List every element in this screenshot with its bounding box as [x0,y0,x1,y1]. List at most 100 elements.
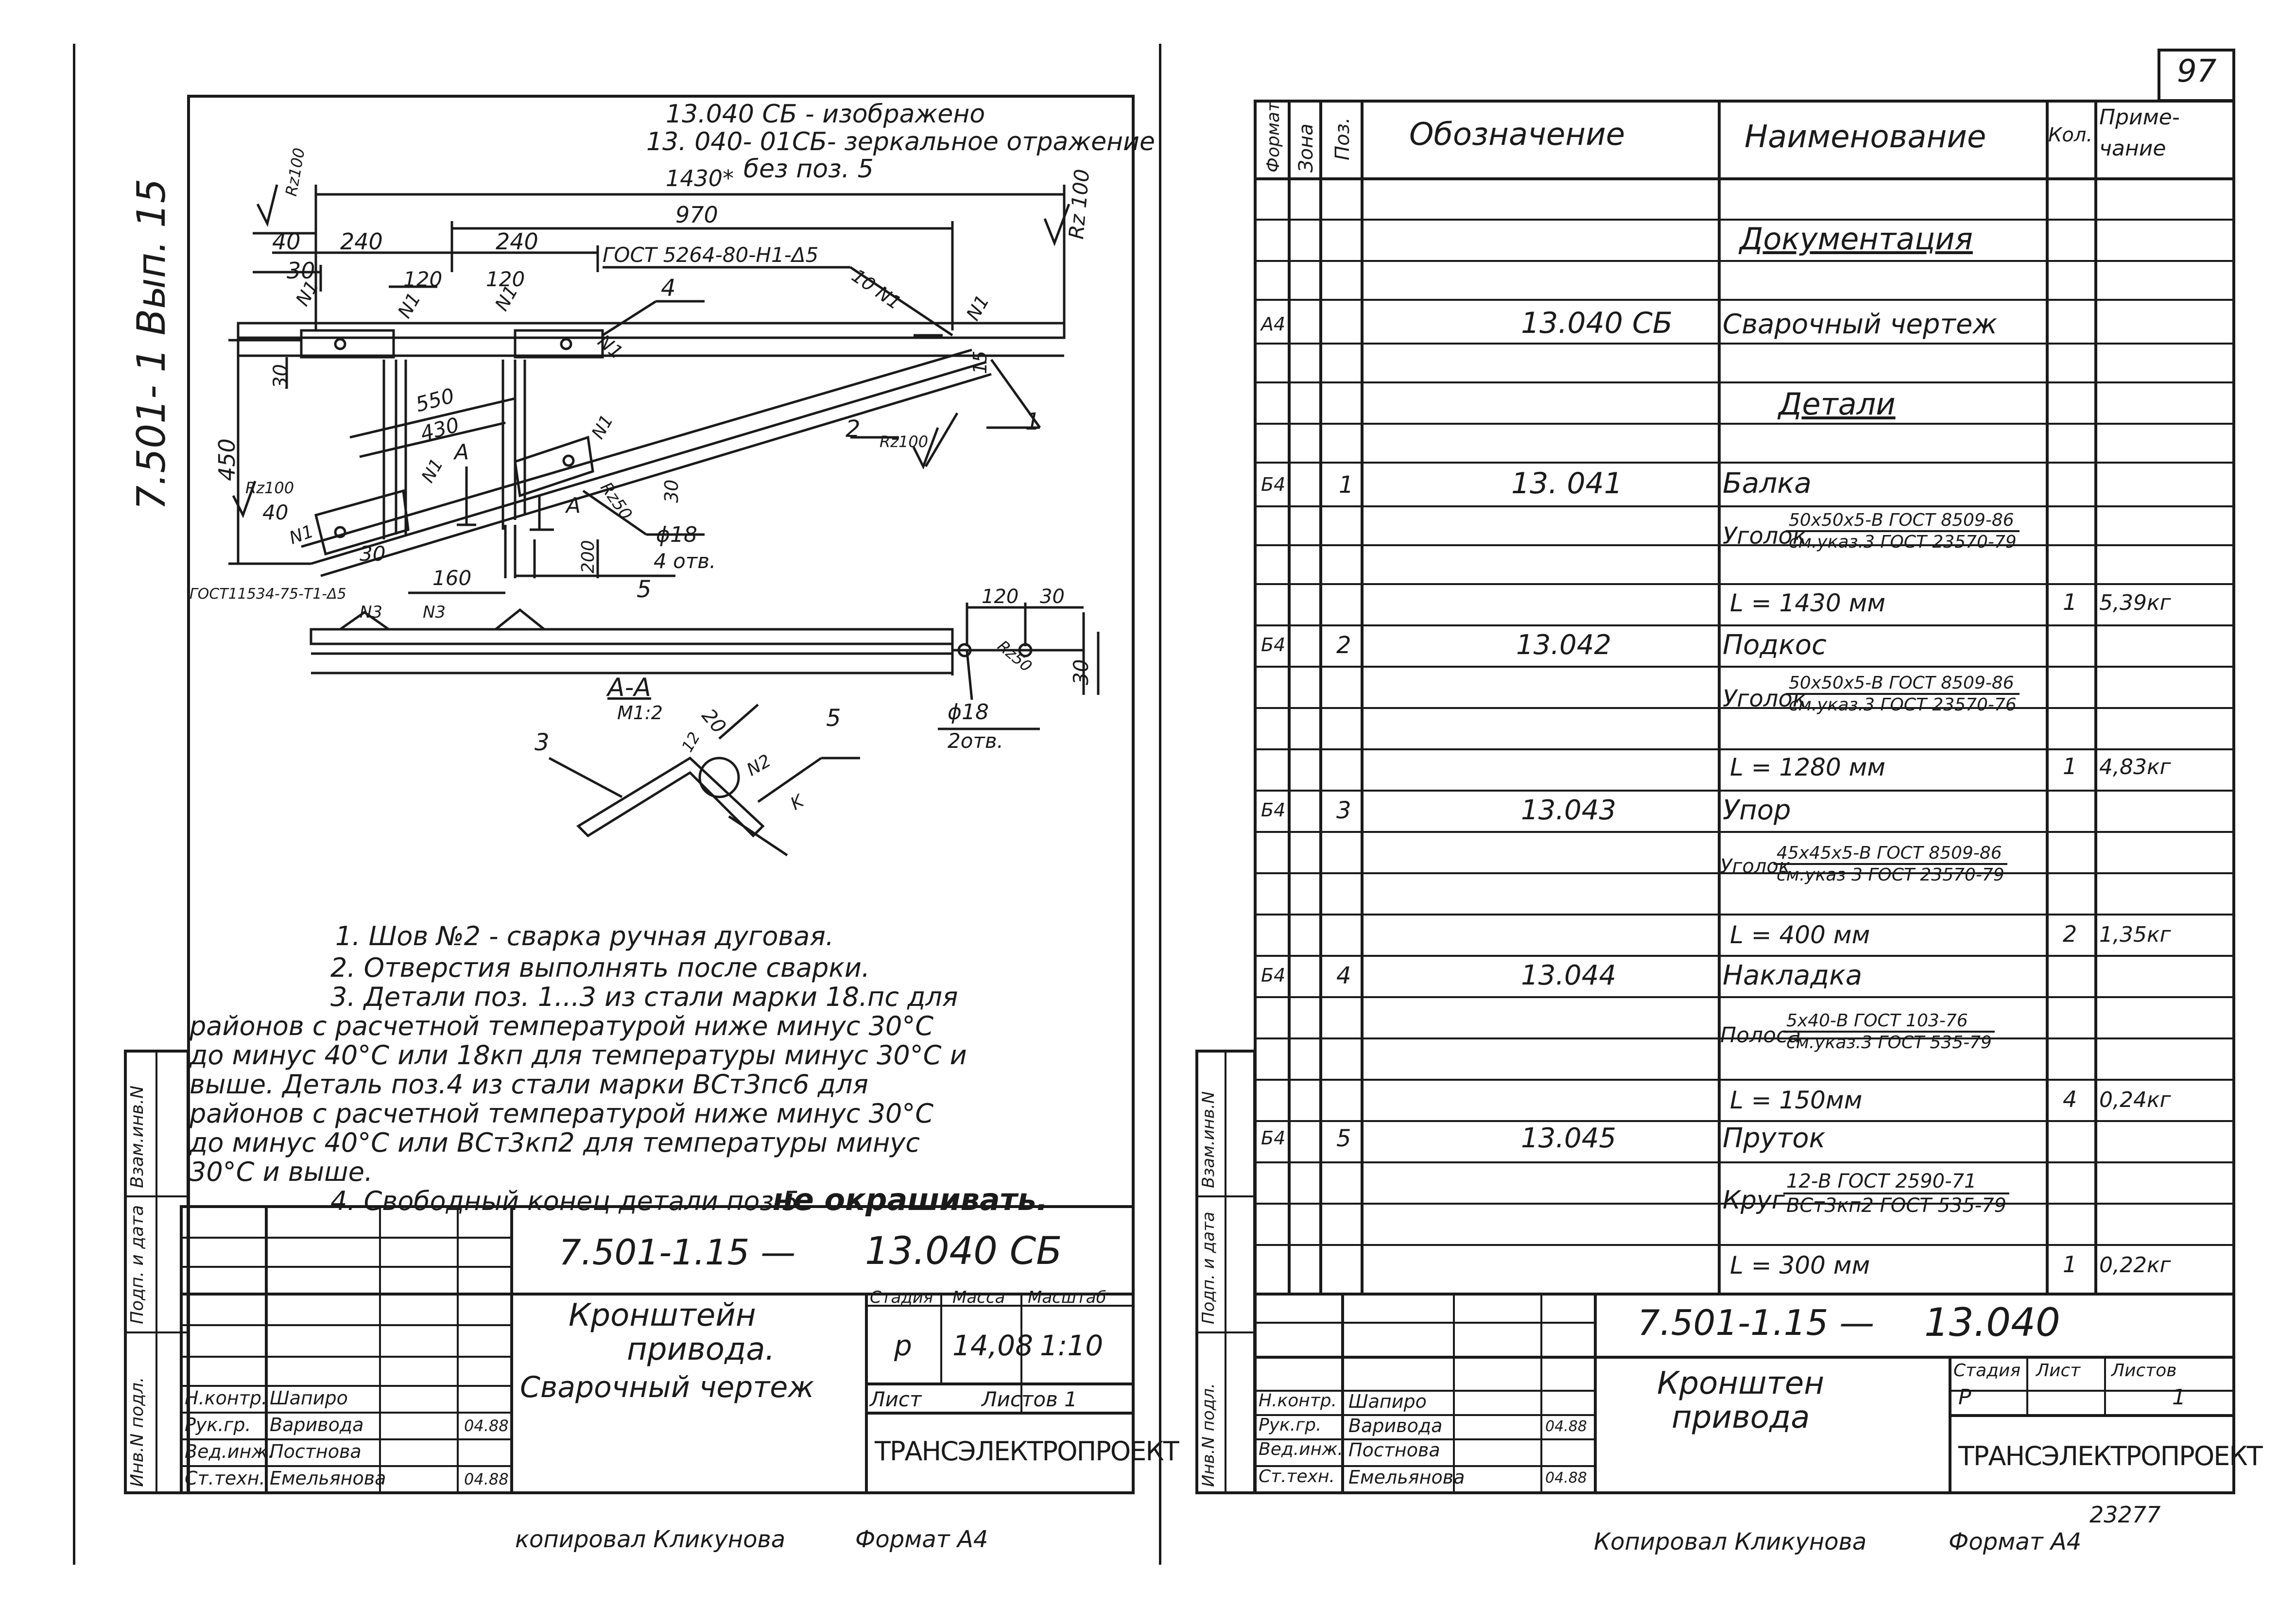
spec-row-21 [1254,1037,2235,1039]
right-side-stamp-mid [1225,1050,1226,1494]
rtb-h4 [1254,1414,1594,1416]
left-org: ТРАНСЭЛЕКТРОПРОЕКТ [875,1436,1179,1467]
rtb-h5 [1254,1438,1594,1440]
right-role-2: Рук.гр. [1259,1415,1322,1435]
ltb-v7 [1020,1293,1022,1412]
right-name-1: Шапиро [1348,1391,1427,1412]
dim-240-a: 240 [340,228,383,255]
left-date-4: 04.88 [464,1470,509,1488]
mat2-denominator: см.указ.3 ГОСТ 23570-76 [1789,695,2017,715]
dim-200: 200 [578,540,598,573]
rtb-h2 [1254,1356,2235,1359]
len5-qty: 1 [2063,1251,2077,1278]
left-sheets: Листов 1 [982,1387,1077,1411]
dim-30-right: 30 [1040,586,1065,608]
mat3-label: Уголок [1720,855,1791,878]
note-3f: до минус 40°С или ВСт3кп2 для температур… [190,1127,920,1158]
dim-30-vert: 30 [270,364,292,389]
row5-pos: 5 [1336,1125,1351,1152]
note-1: 1. Шов №2 - сварка ручная дуговая. [335,921,834,951]
spec-row-15 [1254,790,2235,792]
row3-pos: 3 [1336,797,1351,824]
right-sheets: 1 [2172,1385,2186,1410]
row-doc-format: А4 [1261,313,1286,335]
rtb-h8 [1949,1414,2235,1417]
spec-header-designation: Обозначение [1409,117,1625,153]
ltb-h5 [180,1356,510,1358]
mat2-numerator: 50x50x5-В ГОСТ 8509-86 [1786,673,2020,695]
len1-note: 5,39кг [2099,590,2171,615]
dim-970: 970 [675,202,718,228]
spec-row-8 [1254,505,2235,507]
row5-designation: 13.045 [1521,1123,1616,1154]
note-4: 4. Свободный конец детали поз.5 [330,1186,799,1216]
left-role-3: Вед.инж. [185,1441,274,1462]
rtb-v3 [1540,1293,1542,1494]
left-name-3: Постнова [270,1441,362,1462]
ltb-h11 [865,1382,1135,1385]
row3-format: Б4 [1261,799,1286,821]
row-doc-designation: 13.040 СБ [1521,306,1673,340]
mat2-label: Уголок [1723,685,1807,712]
spec-row-24 [1254,1161,2235,1163]
spec-header-qty: Кол. [2048,124,2093,146]
left-date-2: 04.88 [464,1417,509,1435]
dim-1430: 1430* [666,165,734,191]
weld-n3: N3 [360,603,383,622]
spec-row-20 [1254,996,2235,998]
rtb-v4 [1594,1293,1597,1494]
section-details: Детали [1778,386,1896,422]
left-title-1: Кронштейн [569,1297,756,1333]
mat3-fraction: 45x45x5-В ГОСТ 8509-86 см.указ 3 ГОСТ 23… [1774,843,2007,885]
ltb-h12 [865,1412,1135,1415]
drawing-header-1: 13.040 СБ - изображено [666,100,985,129]
spec-row-16 [1254,831,2235,833]
spec-row-4 [1254,343,2235,345]
spec-v-name [2046,100,2049,1293]
dim-30: 30 [287,258,315,284]
spec-row-7 [1254,462,2235,464]
left-name-4: Емельянова [270,1468,386,1489]
spec-row-10 [1254,583,2235,585]
row1-name: Балка [1723,467,1812,500]
mat1-denominator: см.указ.3 ГОСТ 23570-79 [1789,532,2017,552]
sheet-divider [1159,44,1161,1565]
mat1-numerator: 50x50x5-В ГОСТ 8509-86 [1786,510,2020,532]
gost-weld-top: ГОСТ 5264-80-Н1-Δ5 [603,243,819,267]
right-role-3: Вед.инж. [1259,1439,1343,1459]
mat3-numerator: 45x45x5-В ГОСТ 8509-86 [1774,843,2007,865]
spec-row-22 [1254,1079,2235,1081]
right-stamp-label-2: Подп. и дата [1199,1211,1218,1324]
ltb-h10 [865,1305,1135,1307]
hole-18-b-count: 2отв. [948,729,1003,753]
len4-note: 0,24кг [2099,1088,2171,1112]
dim-450: 450 [214,438,240,481]
right-role-1: Н.контр. [1259,1391,1337,1411]
rz100-mid: Rz100 [880,432,929,451]
right-date-4: 04.88 [1545,1469,1587,1486]
mat5-fraction: 12-В ГОСТ 2590-71 ВСт3кп2 ГОСТ 535-79 [1783,1170,2010,1217]
rtb-v6 [2026,1356,2028,1414]
spec-row-26 [1254,1244,2235,1246]
weld-n3-b: N3 [423,603,446,622]
note-3e: районов с расчетной температурой ниже ми… [190,1098,934,1129]
right-stage: Р [1958,1385,1971,1410]
right-designation-2: 13.040 [1924,1300,2060,1345]
spec-row-19 [1254,955,2235,957]
pos-3-label: 3 [535,729,550,756]
len4-qty: 4 [2063,1086,2077,1112]
section-scale: М1:2 [617,702,663,724]
rtb-v5 [1949,1356,1951,1494]
section-title: А-А [607,673,651,702]
left-footer-format: Формат А4 [855,1526,988,1553]
spec-header-zone: Зона [1295,123,1317,173]
len2-qty: 1 [2063,753,2077,779]
ltb-h4 [180,1324,510,1326]
spec-header-note: Приме- чание [2099,105,2180,161]
row1-pos: 1 [1339,471,1354,499]
right-h-sheet: Лист [2036,1361,2081,1381]
left-name-1: Шапиро [270,1387,348,1409]
rtb-v2 [1453,1293,1455,1494]
spec-v-format [1288,100,1291,1293]
note-4-emphasis: не окрашивать. [773,1182,1048,1217]
